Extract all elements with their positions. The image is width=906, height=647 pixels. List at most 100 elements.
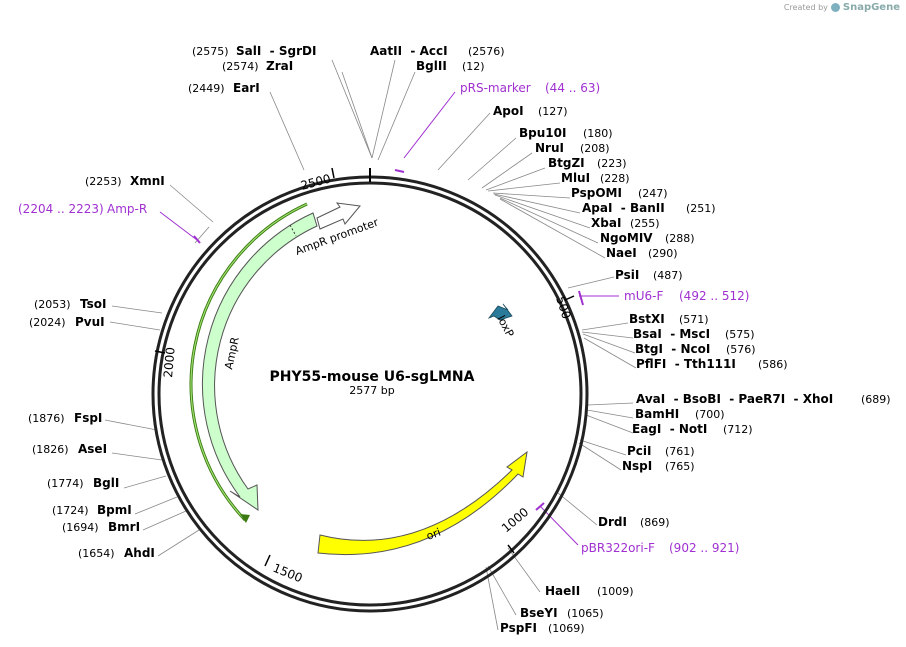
enzyme-label[interactable]: BstXI [629,312,665,326]
site-position: (290) [648,247,678,260]
snapgene-brand: SnapGene [842,2,900,13]
site-position: (700) [695,408,725,421]
site-position: (1774) [47,477,84,490]
enzyme-label[interactable]: TsoI [80,297,106,311]
enzyme-label[interactable]: PspFI [500,621,537,635]
amp-r-primer-arrowhead [240,514,250,523]
site-position: (1065) [567,607,604,620]
tick-label-2000: 2000 [161,347,178,379]
enzyme-label[interactable]: PciI [627,444,652,458]
site-position: (2574) [222,60,259,73]
ampr-feature[interactable] [201,212,318,511]
site-position: (1654) [78,547,115,560]
site-position: (2576) [468,45,505,58]
enzyme-label[interactable]: ApoI [493,104,524,118]
enzyme-label[interactable]: FspI [74,411,102,425]
enzyme-label[interactable]: HaeII [545,584,580,598]
site-position: (255) [630,217,660,230]
created-by-text: Created by [783,3,828,12]
loxp-label: loxP [494,313,516,339]
enzyme-label[interactable]: MluI [561,171,590,185]
snapgene-logo-icon [830,3,840,12]
primer-label[interactable]: pBR322ori-F [581,541,655,555]
site-position: (288) [665,232,695,245]
enzyme-label[interactable]: NgoMIV [600,231,653,245]
enzyme-label[interactable]: AhdI [124,546,155,560]
site-position: (208) [580,142,610,155]
site-position: (2024) [29,316,66,329]
site-position: (571) [679,313,709,326]
enzyme-label[interactable]: AvaI - BsoBI - PaeR7I - XhoI [636,392,833,406]
primer-label[interactable]: mU6-F [624,289,663,303]
site-position: (180) [583,127,613,140]
ori-label: ori [425,526,443,543]
plasmid-name: PHY55-mouse U6-sgLMNA [270,369,475,385]
enzyme-label[interactable]: NruI [535,141,564,155]
enzyme-label[interactable]: BtgI - NcoI [635,342,710,356]
ampr-promoter-feature[interactable] [316,202,361,230]
loxp-feature[interactable] [487,303,513,321]
site-position: (761) [665,445,695,458]
site-position: (765) [665,460,695,473]
enzyme-label[interactable]: AseI [78,442,107,456]
enzyme-label[interactable]: NspI [622,459,652,473]
enzyme-label[interactable]: BsaI - MscI [633,327,710,341]
enzyme-label[interactable]: XbaI [591,216,621,230]
primer-range: (902 .. 921) [669,541,739,555]
site-position: (1826) [32,443,69,456]
enzyme-label[interactable]: EagI - NotI [632,422,707,436]
site-position: (1724) [52,504,89,517]
site-position: (1876) [28,412,65,425]
snapgene-credit: Created by SnapGene [784,2,900,13]
enzyme-label[interactable]: PsiI [615,268,639,282]
site-position: (1009) [597,585,634,598]
enzyme-label[interactable]: BpmI [97,503,132,517]
enzyme-label[interactable]: PvuI [75,315,105,329]
site-position: (251) [686,202,716,215]
site-position: (127) [538,105,568,118]
site-position: (2575) [192,45,229,58]
plasmid-length: 2577 bp [349,384,394,397]
enzyme-label[interactable]: BseYI [520,606,558,620]
ampr-label: AmpR [222,335,242,370]
enzyme-label[interactable]: AatII - AccI [370,44,448,58]
primer-marks [193,169,584,511]
enzyme-label[interactable]: BamHI [635,407,679,421]
enzyme-label[interactable]: SalI - SgrDI [236,44,316,58]
tick-label-500: 500 [553,295,573,321]
enzyme-label[interactable]: BglII [416,59,447,73]
enzyme-label[interactable]: DrdI [598,515,627,529]
enzyme-label[interactable]: ZraI [266,59,293,73]
site-position: (2449) [188,82,225,95]
leader-lines [104,59,637,631]
position-ticks [154,167,575,567]
primer-range: (2204 .. 2223) [18,202,104,216]
site-position: (247) [638,187,668,200]
enzyme-label[interactable]: XmnI [130,174,165,188]
site-position: (869) [640,516,670,529]
enzyme-label[interactable]: NaeI [606,246,637,260]
site-position: (586) [758,358,788,371]
site-position: (1694) [62,521,99,534]
enzyme-label[interactable]: ApaI - BanII [582,201,665,215]
amp-r-primer-highlight [190,203,308,521]
primer-label[interactable]: Amp-R [107,202,147,216]
site-position: (223) [597,157,627,170]
primer-range: (492 .. 512) [679,289,749,303]
site-position: (576) [726,343,756,356]
enzyme-label[interactable]: BmrI [108,520,140,534]
site-position: (12) [462,60,485,73]
enzyme-label[interactable]: BglI [93,476,119,490]
ori-feature[interactable] [317,450,528,556]
enzyme-label[interactable]: PspOMI [571,186,622,200]
enzyme-label[interactable]: Bpu10I [519,126,566,140]
primer-label[interactable]: pRS-marker [460,81,531,95]
site-position: (228) [600,172,630,185]
site-position: (487) [653,269,683,282]
enzyme-label[interactable]: EarI [233,81,260,95]
enzyme-label[interactable]: PflFI - Tth111I [636,357,736,371]
enzyme-label[interactable]: BtgZI [548,156,585,170]
site-position: (689) [861,393,891,406]
site-position: (2253) [85,175,122,188]
